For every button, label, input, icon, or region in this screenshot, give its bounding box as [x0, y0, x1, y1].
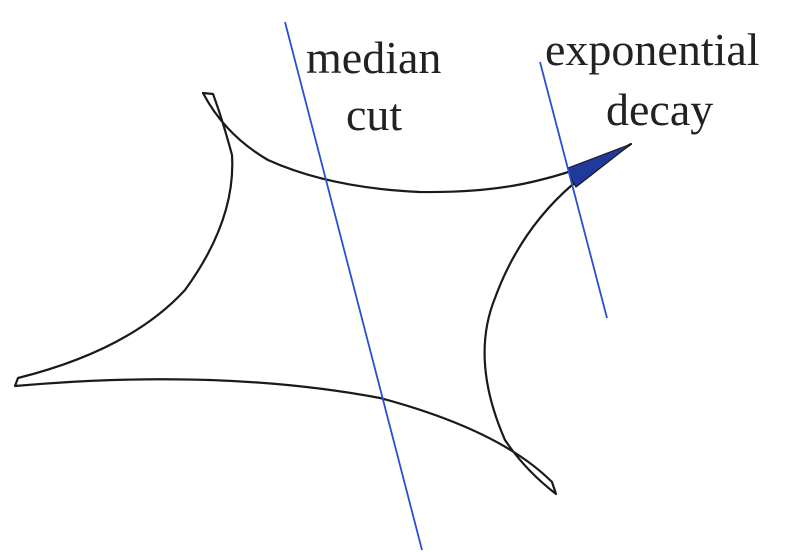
exponential-decay-tail	[567, 143, 632, 188]
median-cut-line	[284, 21, 423, 551]
exponential-decay-line	[539, 61, 608, 319]
median-label-line2: cut	[346, 89, 402, 140]
exponential-label-line1: exponential	[545, 24, 760, 75]
decay-label-line2: decay	[606, 84, 713, 135]
shape-outline	[13, 91, 633, 496]
median-label-line1: median	[306, 32, 441, 83]
